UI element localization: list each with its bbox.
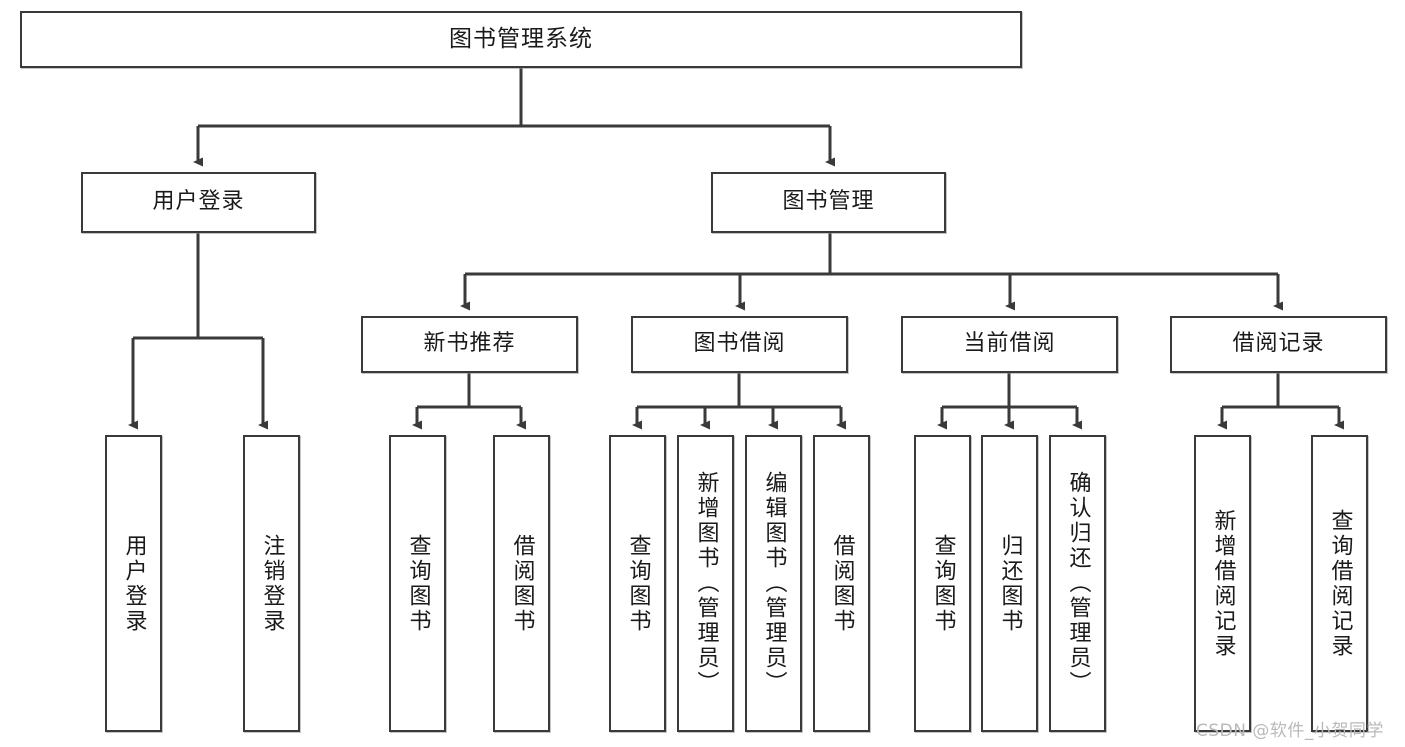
leaf-user-login-signin[interactable]: 用户登录 [105, 435, 162, 732]
leaf-borrow-edit-book-admin[interactable]: 编辑图书（管理员） [745, 435, 802, 732]
leaf-current-return-book[interactable]: 归还图书 [981, 435, 1038, 732]
node-label: 新书推荐 [423, 331, 516, 357]
leaf-borrow-add-book-admin[interactable]: 新增图书（管理员） [677, 435, 734, 732]
node-label: 查询借阅记录 [1327, 508, 1353, 659]
node-label: 注销登录 [259, 533, 285, 634]
node-label: 新增借阅记录 [1210, 508, 1236, 659]
node-label: 借阅图书 [509, 533, 535, 634]
node-new-book-recommend[interactable]: 新书推荐 [361, 316, 578, 373]
node-current-borrow[interactable]: 当前借阅 [901, 316, 1118, 373]
leaf-current-confirm-return-admin[interactable]: 确认归还（管理员） [1049, 435, 1106, 732]
leaf-user-login-signout[interactable]: 注销登录 [243, 435, 300, 732]
watermark: CSDN @软件_小贺同学 [1196, 716, 1384, 741]
node-book-borrow[interactable]: 图书借阅 [631, 316, 848, 373]
watermark-text: CSDN @软件_小贺同学 [1196, 721, 1384, 741]
node-borrow-record[interactable]: 借阅记录 [1170, 316, 1387, 373]
node-label: 编辑图书（管理员） [761, 471, 787, 696]
node-label: 借阅记录 [1232, 331, 1325, 357]
leaf-borrow-query-book[interactable]: 查询图书 [609, 435, 666, 732]
node-label: 用户登录 [152, 189, 245, 215]
node-label: 图书借阅 [693, 331, 786, 357]
node-label: 查询图书 [405, 533, 431, 634]
node-label: 图书管理系统 [449, 25, 593, 52]
node-label: 图书管理 [782, 189, 875, 215]
node-label: 确认归还（管理员） [1065, 471, 1091, 696]
node-label: 新增图书（管理员） [693, 471, 719, 696]
leaf-recommend-query-book[interactable]: 查询图书 [389, 435, 446, 732]
node-label: 用户登录 [121, 533, 147, 634]
leaf-record-query-record[interactable]: 查询借阅记录 [1311, 435, 1368, 732]
node-user-login[interactable]: 用户登录 [81, 172, 316, 233]
leaf-recommend-borrow-book[interactable]: 借阅图书 [493, 435, 550, 732]
node-book-management[interactable]: 图书管理 [711, 172, 946, 233]
leaf-current-query-book[interactable]: 查询图书 [914, 435, 971, 732]
node-label: 归还图书 [997, 533, 1023, 634]
node-label: 当前借阅 [963, 331, 1056, 357]
node-label: 查询图书 [930, 533, 956, 634]
node-label: 查询图书 [625, 533, 651, 634]
node-label: 借阅图书 [829, 533, 855, 634]
leaf-record-add-record[interactable]: 新增借阅记录 [1194, 435, 1251, 732]
node-root-system[interactable]: 图书管理系统 [20, 11, 1022, 68]
leaf-borrow-borrow-book[interactable]: 借阅图书 [813, 435, 870, 732]
